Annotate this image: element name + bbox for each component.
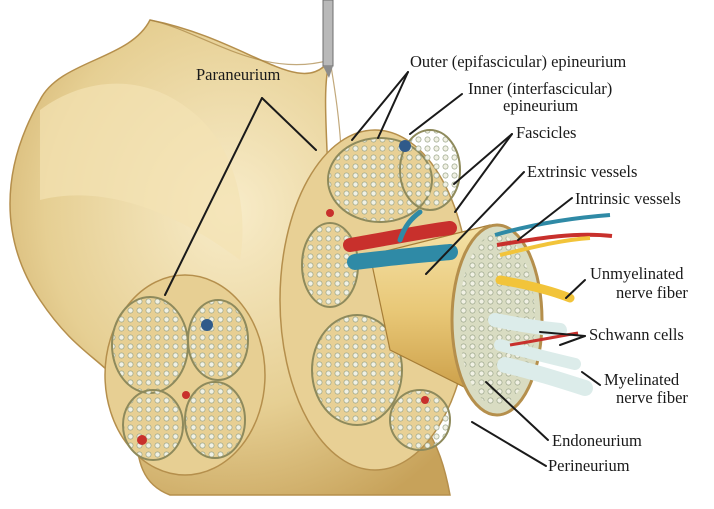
label-myelinated-line2: nerve fiber bbox=[616, 388, 688, 407]
label-fascicles: Fascicles bbox=[516, 123, 576, 142]
small-vessel-3 bbox=[137, 435, 147, 445]
main-vessel-3 bbox=[421, 396, 429, 404]
extrinsic-vein bbox=[355, 252, 450, 262]
label-endoneurium: Endoneurium bbox=[552, 431, 642, 450]
main-vessel-2 bbox=[326, 209, 334, 217]
label-schwann-cells: Schwann cells bbox=[589, 325, 684, 344]
main-vessel-1 bbox=[399, 140, 411, 152]
label-myelinated-line1: Myelinated bbox=[604, 370, 680, 389]
small-vessel-2 bbox=[182, 391, 190, 399]
label-unmyelinated-line1: Unmyelinated bbox=[590, 264, 684, 283]
label-intrinsic-vessels: Intrinsic vessels bbox=[575, 189, 681, 208]
label-perineurium: Perineurium bbox=[548, 456, 630, 475]
label-outer-epineurium: Outer (epifascicular) epineurium bbox=[410, 52, 626, 71]
label-unmyelinated-line2: nerve fiber bbox=[616, 283, 688, 302]
small-vessel-1 bbox=[201, 319, 213, 331]
label-paraneurium: Paraneurium bbox=[196, 65, 280, 84]
forceps bbox=[323, 0, 333, 66]
label-inner-epineurium-line2: epineurium bbox=[503, 96, 578, 115]
label-extrinsic-vessels: Extrinsic vessels bbox=[527, 162, 637, 181]
